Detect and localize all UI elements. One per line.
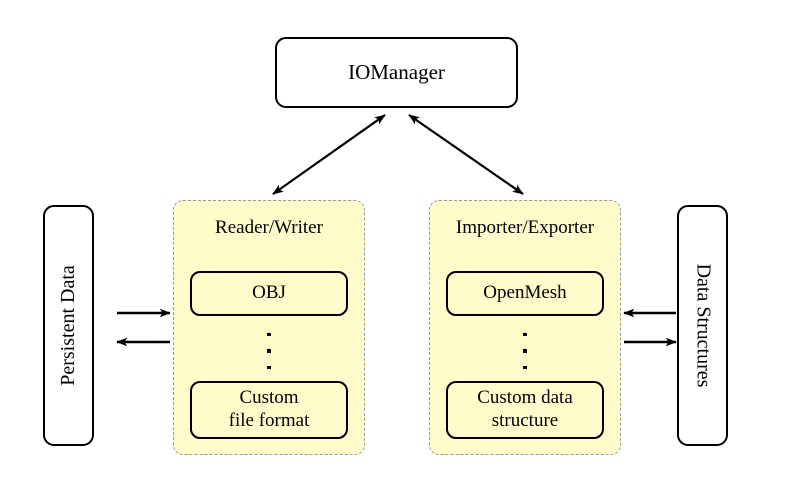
custom-file-format-line1: Custom — [239, 387, 299, 409]
importer-exporter-item-openmesh-label: OpenMesh — [483, 282, 567, 304]
iomanager-label: IOManager — [348, 60, 445, 85]
reader-writer-ellipsis-icon — [174, 329, 364, 373]
reader-writer-item-obj-label: OBJ — [252, 282, 286, 304]
connector-manager-reader-writer — [272, 114, 386, 195]
reader-writer-item-obj: OBJ — [190, 271, 348, 316]
persistent-data-box: Persistent Data — [43, 205, 94, 446]
importer-exporter-item-openmesh: OpenMesh — [446, 271, 604, 316]
reader-writer-item-custom-file-format-label: Custom file format — [229, 387, 310, 433]
reader-writer-title: Reader/Writer — [215, 217, 323, 238]
importer-exporter-ellipsis-icon — [430, 329, 620, 373]
custom-file-format-line2: file format — [228, 410, 310, 431]
custom-data-structure-line1: Custom data — [477, 387, 573, 409]
importer-exporter-item-custom-data-structure: Custom data structure — [446, 381, 604, 439]
importer-exporter-item-custom-data-structure-label: Custom data structure — [477, 387, 573, 433]
data-structures-box: Data Structures — [677, 205, 728, 446]
importer-exporter-title: Importer/Exporter — [455, 217, 595, 238]
data-structures-label: Data Structures — [692, 263, 715, 388]
custom-data-structure-line2: structure — [491, 410, 559, 431]
reader-writer-item-custom-file-format: Custom file format — [190, 381, 348, 439]
persistent-data-label: Persistent Data — [57, 265, 79, 386]
connector-manager-importer-exporter — [408, 114, 524, 195]
reader-writer-panel: Reader/Writer OBJ Custom file format — [173, 200, 365, 455]
iomanager-box: IOManager — [275, 37, 518, 108]
importer-exporter-panel: Importer/Exporter OpenMesh Custom data s… — [429, 200, 621, 455]
